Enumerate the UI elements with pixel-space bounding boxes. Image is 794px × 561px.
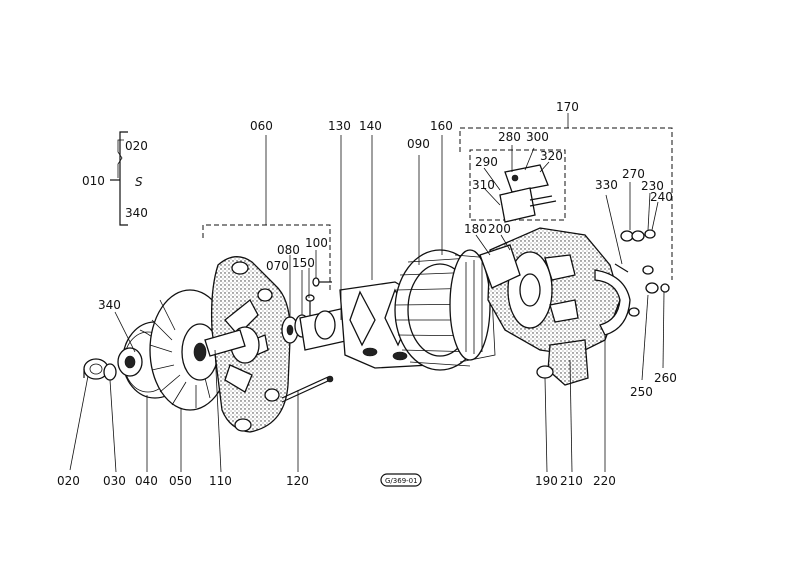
group-box-170 xyxy=(459,127,673,280)
label-030: 030 xyxy=(103,474,126,488)
label-310: 310 xyxy=(472,178,495,192)
label-080: 080 xyxy=(277,243,300,257)
label-220: 220 xyxy=(593,474,616,488)
label-100: 100 xyxy=(305,236,328,250)
label-340: 340 xyxy=(98,298,121,312)
label-130: 130 xyxy=(328,119,351,133)
label-010: 010 xyxy=(82,174,105,188)
through-bolt-120 xyxy=(281,375,334,403)
group-box-060 xyxy=(202,224,331,290)
label-200: 200 xyxy=(488,222,511,236)
tilde-mark: S xyxy=(135,175,143,189)
label-300: 300 xyxy=(526,130,549,144)
label-320: 320 xyxy=(540,149,563,163)
rectifier-180 xyxy=(479,244,521,289)
rear-cover-220 xyxy=(594,269,631,336)
label-020: 020 xyxy=(57,474,80,488)
label-170: 170 xyxy=(556,100,579,114)
label-280: 280 xyxy=(498,130,521,144)
label-040: 040 xyxy=(135,474,158,488)
assembly-legend: 010 020 S 340 xyxy=(82,131,148,226)
group-box-290 xyxy=(469,149,566,221)
label-190: 190 xyxy=(535,474,558,488)
screw-150 xyxy=(305,294,315,318)
figure-stamp: G/369-01 xyxy=(380,473,422,487)
label-110: 110 xyxy=(209,474,232,488)
label-210: 210 xyxy=(560,474,583,488)
label-090: 090 xyxy=(407,137,430,151)
regulator-300 xyxy=(499,164,557,223)
part-labels: 060 130 140 160 090 170 280 300 320 290 … xyxy=(57,100,677,488)
label-180: 180 xyxy=(464,222,487,236)
terminal-hardware xyxy=(614,229,670,317)
label-340-legend: 340 xyxy=(125,206,148,220)
label-150: 150 xyxy=(292,256,315,270)
leader-lines xyxy=(69,113,665,473)
stamp-text: G/369-01 xyxy=(385,477,418,485)
label-230: 230 xyxy=(641,179,664,193)
label-050: 050 xyxy=(169,474,192,488)
rear-housing-210 xyxy=(487,227,621,386)
label-260: 260 xyxy=(654,371,677,385)
label-240: 240 xyxy=(650,190,673,204)
label-250: 250 xyxy=(630,385,653,399)
label-270: 270 xyxy=(622,167,645,181)
front-housing-060 xyxy=(210,256,291,433)
label-160: 160 xyxy=(430,119,453,133)
screw-100 xyxy=(312,277,332,287)
label-330: 330 xyxy=(595,178,618,192)
washer-030 xyxy=(103,363,117,381)
label-290: 290 xyxy=(475,155,498,169)
label-140: 140 xyxy=(359,119,382,133)
label-070: 070 xyxy=(266,259,289,273)
label-120: 120 xyxy=(286,474,309,488)
stator-160 xyxy=(394,249,496,371)
spacer-110 xyxy=(204,329,246,357)
label-060: 060 xyxy=(250,119,273,133)
shaft xyxy=(299,307,351,351)
label-020-legend: 020 xyxy=(125,139,148,153)
